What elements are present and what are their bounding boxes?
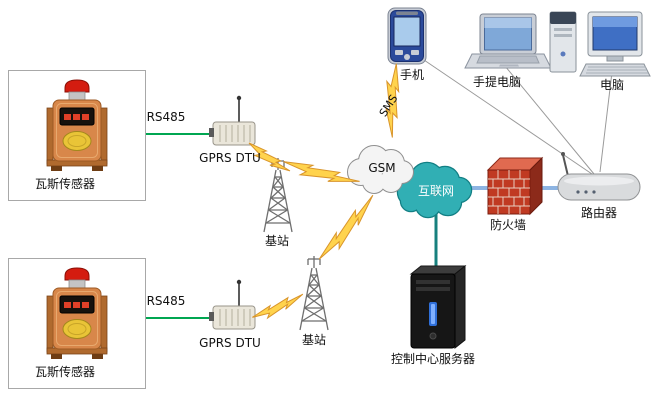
dtu1-label: GPRS DTU [199, 151, 261, 165]
gprs-dtu-1 [208, 95, 256, 146]
router [557, 152, 641, 201]
desktop-label: 电脑 [599, 78, 625, 92]
phone-label: 手机 [399, 68, 425, 82]
base-station-2 [299, 255, 329, 331]
rs485-top-label: RS485 [146, 110, 186, 124]
rs485-bottom-label: RS485 [146, 294, 186, 308]
bolt-dtu2-base2 [249, 293, 307, 323]
gsm-cloud [347, 145, 414, 194]
internet-label: 互联网 [417, 184, 455, 198]
laptop-label: 手提电脑 [472, 75, 522, 89]
sensor2-label: 瓦斯传感器 [34, 365, 96, 379]
internet-cloud [396, 161, 473, 219]
sensor1-label: 瓦斯传感器 [34, 177, 96, 191]
brick-pattern [488, 170, 530, 214]
laptop [464, 13, 552, 69]
laptop-keyboard [476, 55, 540, 64]
server-power-button [429, 332, 437, 340]
rs485-links [146, 133, 213, 319]
bolt-base2-internet [311, 194, 385, 264]
base1-label: 基站 [264, 234, 290, 248]
router-antenna [562, 154, 569, 177]
server [409, 264, 467, 350]
server-label: 控制中心服务器 [390, 352, 476, 366]
dtu2-label: GPRS DTU [199, 336, 261, 350]
router-label: 路由器 [580, 206, 618, 220]
gprs-dtu-2 [208, 278, 256, 330]
desktop-computer [549, 11, 651, 77]
firewall-label: 防火墙 [489, 218, 527, 232]
firewall [486, 156, 544, 216]
phone-screen [393, 16, 421, 47]
mobile-phone [387, 7, 427, 65]
base2-label: 基站 [301, 333, 327, 347]
gsm-label: GSM [368, 161, 396, 175]
